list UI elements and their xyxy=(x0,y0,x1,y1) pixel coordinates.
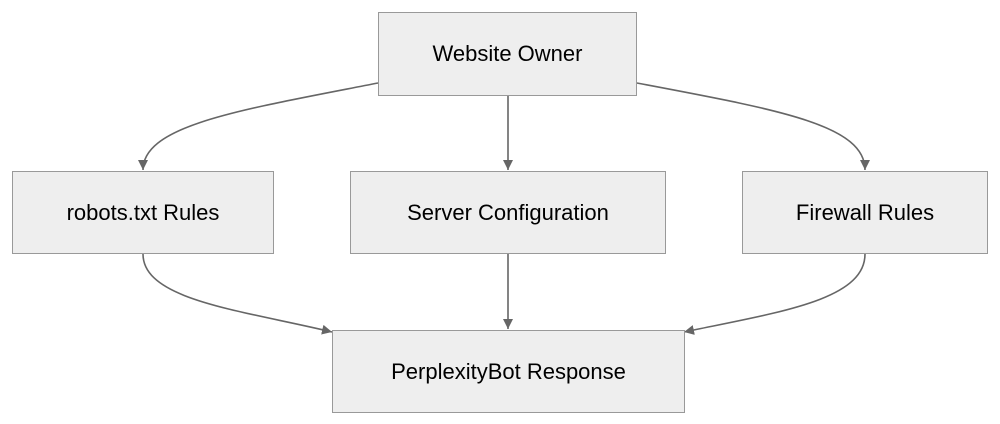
node-robots-txt-rules: robots.txt Rules xyxy=(12,171,274,254)
edge-firewall-to-response xyxy=(683,253,866,335)
edge-owner-to-firewall xyxy=(636,82,870,171)
node-perplexitybot-response-label: PerplexityBot Response xyxy=(391,358,626,384)
node-firewall-rules: Firewall Rules xyxy=(742,171,988,254)
node-perplexitybot-response: PerplexityBot Response xyxy=(332,330,685,413)
node-robots-txt-rules-label: robots.txt Rules xyxy=(66,199,220,225)
edge-owner-to-robots xyxy=(138,82,379,171)
edge-robots-to-response xyxy=(142,253,333,335)
node-server-configuration: Server Configuration xyxy=(350,171,666,254)
node-website-owner-label: Website Owner xyxy=(432,41,583,66)
node-website-owner: Website Owner xyxy=(378,12,637,96)
node-server-configuration-label: Server Configuration xyxy=(407,199,609,225)
node-firewall-rules-label: Firewall Rules xyxy=(795,199,935,225)
